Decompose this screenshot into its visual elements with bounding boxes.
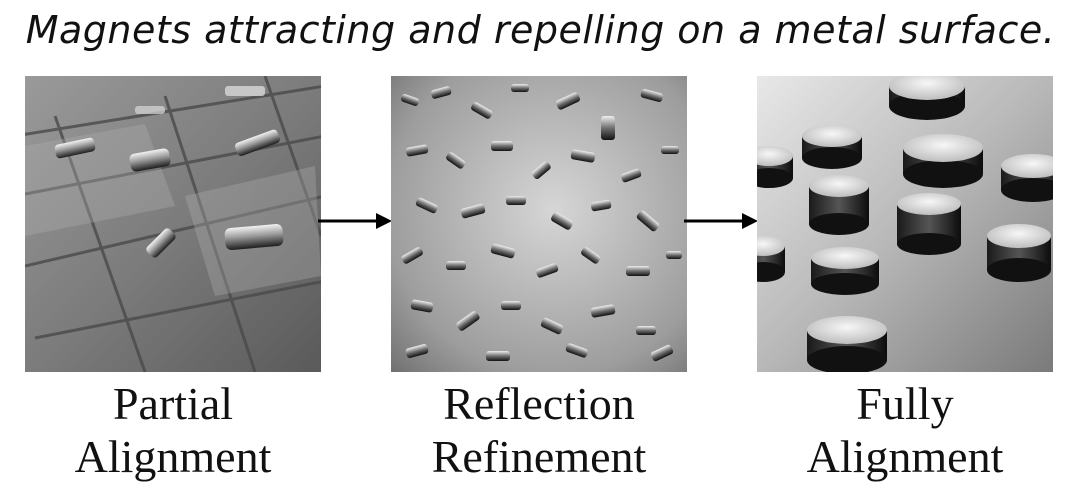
fully-alignment-image: [757, 76, 1053, 372]
caption-partial-alignment: Partial Alignment: [23, 377, 323, 483]
arrow-right-icon: [318, 209, 393, 233]
arrow-right-icon: [684, 209, 759, 233]
caption-fully-alignment: Fully Alignment: [755, 377, 1055, 483]
caption-line: Partial: [112, 378, 234, 429]
partial-alignment-image: [25, 76, 321, 372]
reflection-refinement-image: [391, 76, 687, 372]
caption-line: Alignment: [806, 431, 1004, 482]
caption-line: Refinement: [431, 431, 647, 482]
figure-title: Magnets attracting and repelling on a me…: [25, 8, 1056, 52]
caption-line: Fully: [856, 378, 954, 429]
caption-line: Alignment: [74, 431, 272, 482]
caption-line: Reflection: [443, 378, 635, 429]
caption-reflection-refinement: Reflection Refinement: [389, 377, 689, 483]
